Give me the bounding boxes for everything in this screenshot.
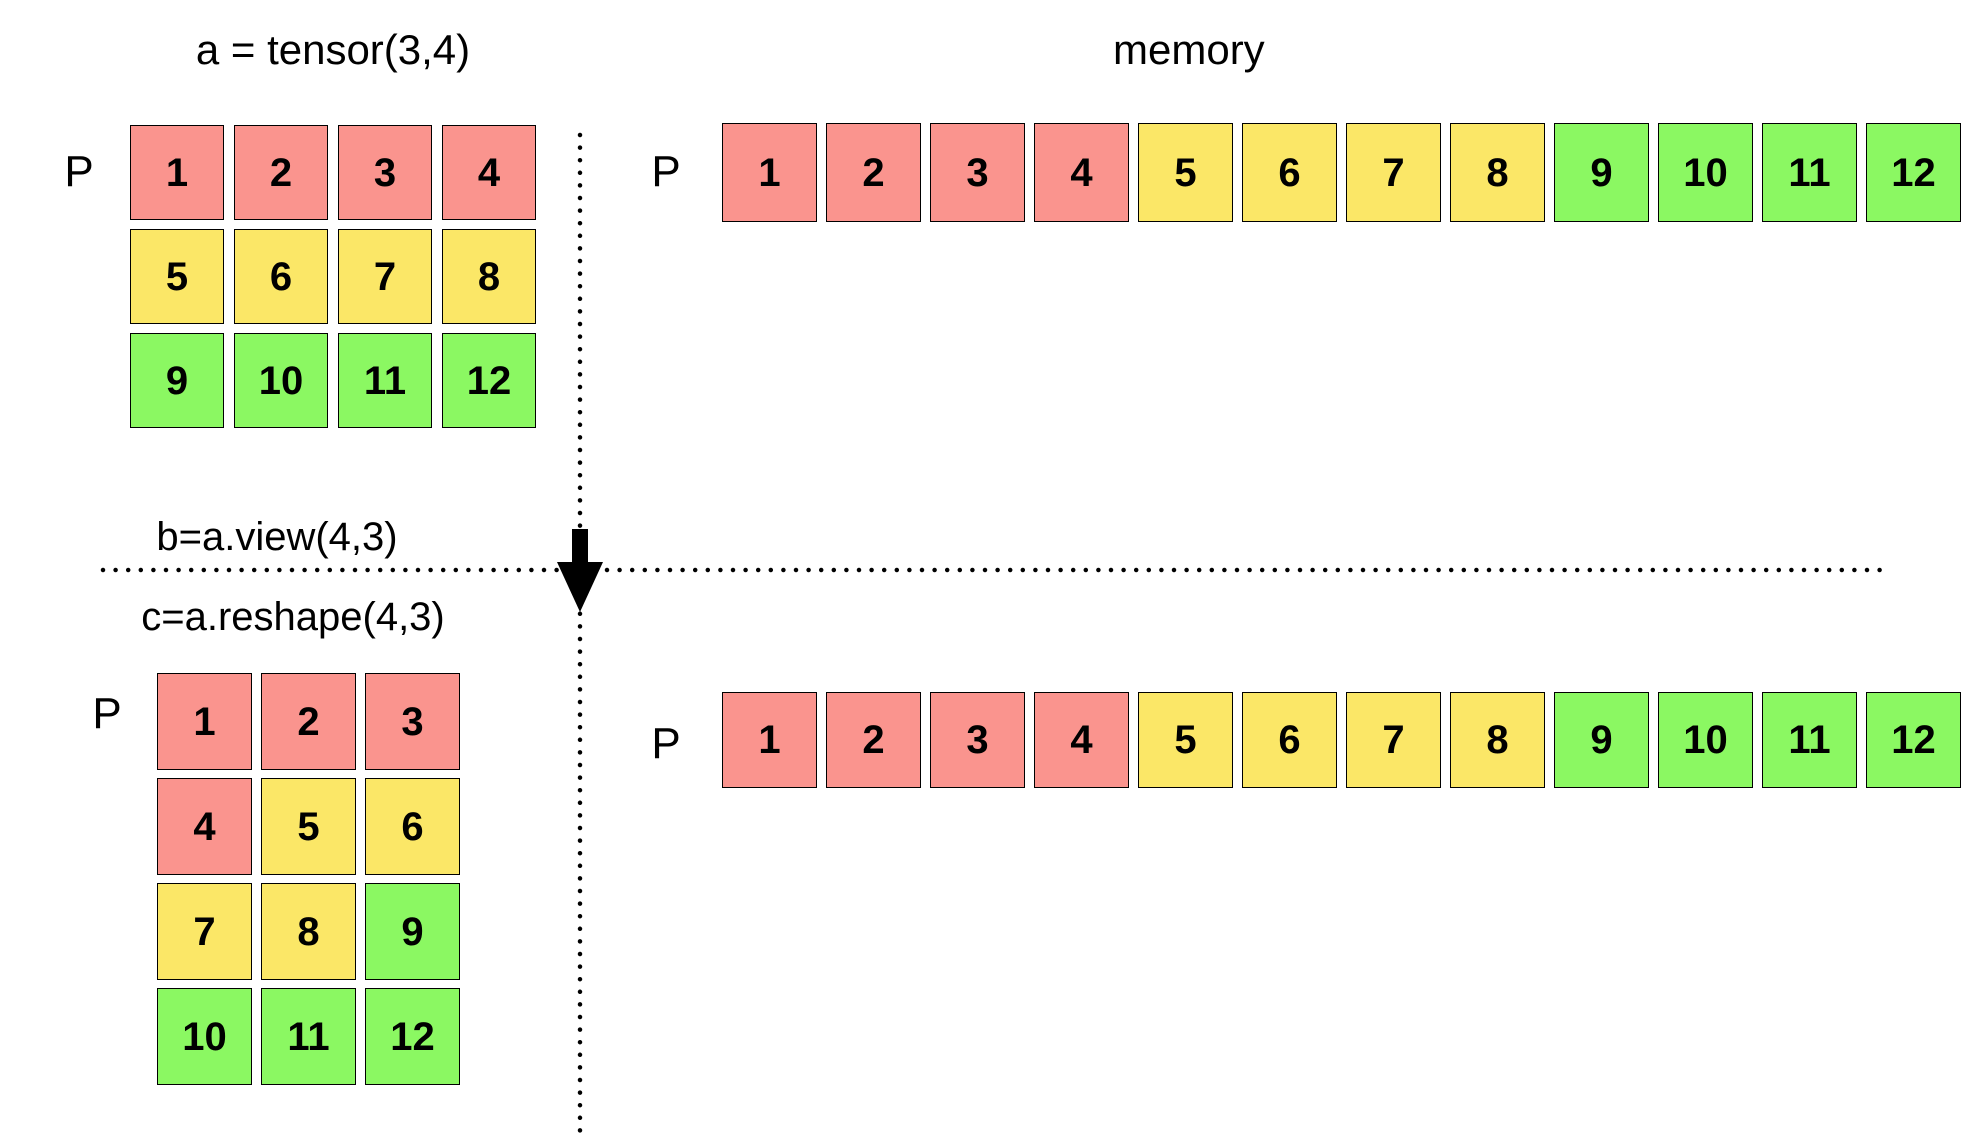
tensor-a-grid-cell-5: 5: [130, 229, 224, 324]
memory-bottom-row-cell-9: 9: [1554, 692, 1649, 788]
tensor-c-grid-cell-1: 1: [157, 673, 252, 770]
reshape-operation-label: c=a.reshape(4,3): [141, 595, 445, 639]
tensor-c-grid-cell-3: 3: [365, 673, 460, 770]
tensor-a-grid-cell-4: 4: [442, 125, 536, 220]
memory-top-pointer-label: P: [651, 147, 681, 196]
memory-bottom-row-cell-8: 8: [1450, 692, 1545, 788]
tensor-c-grid-cell-10: 10: [157, 988, 252, 1085]
tensor-a-grid-cell-2: 2: [234, 125, 328, 220]
tensor-c-grid-cell-4: 4: [157, 778, 252, 875]
memory-top-row-cell-9: 9: [1554, 123, 1649, 222]
tensor-a-grid-cell-12: 12: [442, 333, 536, 428]
memory-top-row-cell-10: 10: [1658, 123, 1753, 222]
tensor-a-grid-cell-7: 7: [338, 229, 432, 324]
tensor-a-grid-cell-3: 3: [338, 125, 432, 220]
memory-bottom-row-cell-6: 6: [1242, 692, 1337, 788]
memory-top-row-cell-1: 1: [722, 123, 817, 222]
memory-top-row-cell-2: 2: [826, 123, 921, 222]
tensor-a-title: a = tensor(3,4): [195, 26, 471, 73]
memory-bottom-row-cell-7: 7: [1346, 692, 1441, 788]
memory-top-row-cell-6: 6: [1242, 123, 1337, 222]
memory-top-row-cell-12: 12: [1866, 123, 1961, 222]
tensor-c-grid-cell-7: 7: [157, 883, 252, 980]
tensor-a-grid-cell-1: 1: [130, 125, 224, 220]
memory-top-row-cell-5: 5: [1138, 123, 1233, 222]
memory-bottom-row-cell-12: 12: [1866, 692, 1961, 788]
tensor-c-grid-cell-2: 2: [261, 673, 356, 770]
memory-bottom-row-cell-3: 3: [930, 692, 1025, 788]
memory-bottom-pointer-label: P: [651, 719, 681, 768]
tensor-a-pointer-label: P: [64, 147, 94, 196]
memory-top-row-cell-8: 8: [1450, 123, 1545, 222]
tensor-c-grid-cell-12: 12: [365, 988, 460, 1085]
tensor-c-grid-cell-6: 6: [365, 778, 460, 875]
memory-bottom-row-cell-10: 10: [1658, 692, 1753, 788]
tensor-a-grid-cell-8: 8: [442, 229, 536, 324]
memory-top-row-cell-3: 3: [930, 123, 1025, 222]
tensor-c-pointer-label: P: [92, 689, 122, 738]
tensor-c-grid-cell-8: 8: [261, 883, 356, 980]
tensor-c-grid-cell-9: 9: [365, 883, 460, 980]
tensor-a-grid-cell-6: 6: [234, 229, 328, 324]
memory-top-row-cell-4: 4: [1034, 123, 1129, 222]
tensor-a-grid-cell-9: 9: [130, 333, 224, 428]
memory-bottom-row-cell-11: 11: [1762, 692, 1857, 788]
view-operation-label: b=a.view(4,3): [156, 515, 398, 559]
tensor-c-grid-cell-5: 5: [261, 778, 356, 875]
memory-bottom-row-cell-4: 4: [1034, 692, 1129, 788]
tensor-a-grid-cell-11: 11: [338, 333, 432, 428]
memory-title: memory: [1113, 26, 1265, 73]
memory-top-row-cell-7: 7: [1346, 123, 1441, 222]
memory-top-row-cell-11: 11: [1762, 123, 1857, 222]
memory-bottom-row-cell-5: 5: [1138, 692, 1233, 788]
tensor-a-grid-cell-10: 10: [234, 333, 328, 428]
memory-bottom-row-cell-1: 1: [722, 692, 817, 788]
down-arrow-icon: [557, 529, 603, 612]
memory-bottom-row-cell-2: 2: [826, 692, 921, 788]
tensor-c-grid-cell-11: 11: [261, 988, 356, 1085]
